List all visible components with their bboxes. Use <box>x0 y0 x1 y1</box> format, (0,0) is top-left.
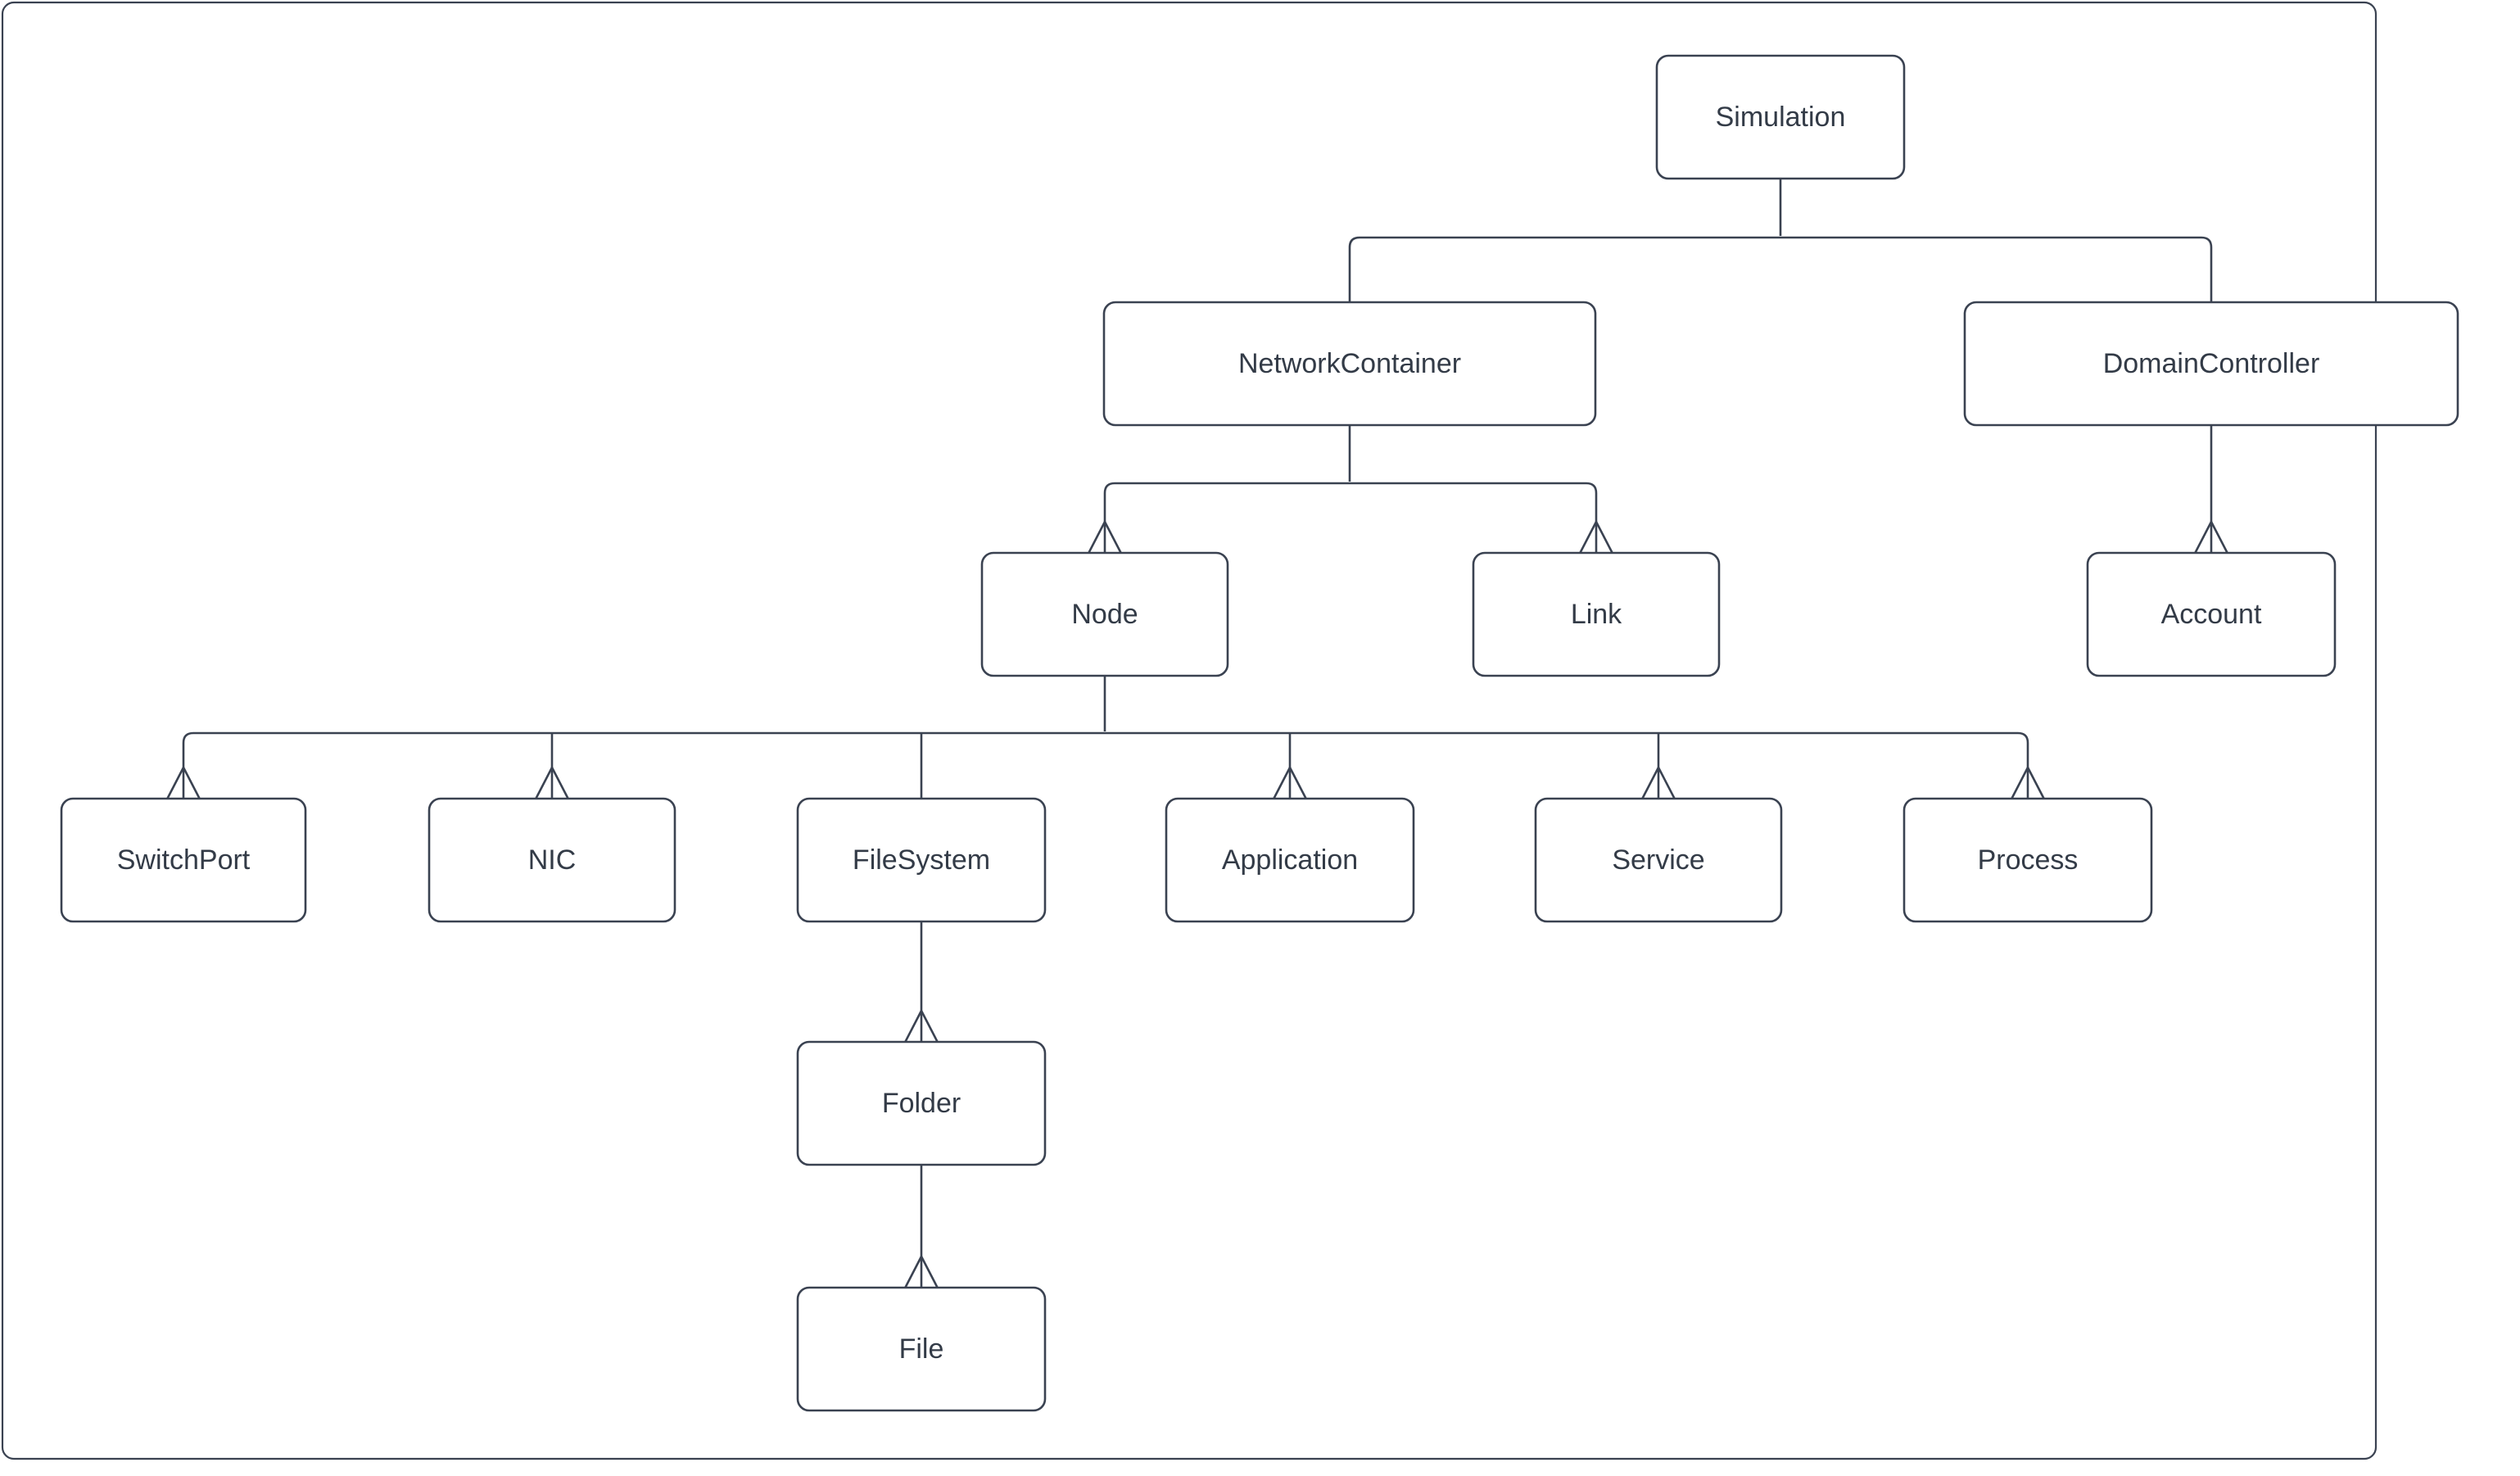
node-application-label: Application <box>1222 844 1358 876</box>
node-network-container-label: NetworkContainer <box>1238 348 1461 379</box>
node-domain-controller-label: DomainController <box>2103 348 2320 379</box>
edge-simulation-bus <box>1348 236 2213 302</box>
node-account-label: Account <box>2161 599 2262 630</box>
node-link-label: Link <box>1571 599 1622 630</box>
node-link[interactable]: Link <box>1472 551 1721 677</box>
node-filesystem-label: FileSystem <box>853 844 990 876</box>
node-switchport-label: SwitchPort <box>117 844 251 876</box>
node-application[interactable]: Application <box>1165 797 1415 923</box>
node-folder[interactable]: Folder <box>796 1040 1047 1166</box>
node-folder-box[interactable] <box>796 1040 1047 1166</box>
node-node[interactable]: Node <box>980 551 1229 677</box>
nodes-layer: Simulation NetworkContainer DomainContro… <box>60 54 2459 1412</box>
node-file-label: File <box>899 1333 944 1365</box>
node-network-container-box[interactable] <box>1102 301 1597 427</box>
node-service-box[interactable] <box>1534 797 1783 923</box>
node-simulation[interactable]: Simulation <box>1655 54 1906 180</box>
node-account-box[interactable] <box>2086 551 2337 677</box>
node-folder-label: Folder <box>882 1088 961 1119</box>
node-switchport[interactable]: SwitchPort <box>60 797 307 923</box>
node-account[interactable]: Account <box>2086 551 2337 677</box>
edge-networkcontainer-bus <box>1103 482 1598 553</box>
edge-node-bus <box>182 731 2029 799</box>
node-link-box[interactable] <box>1472 551 1721 677</box>
node-node-label: Node <box>1071 599 1138 630</box>
node-process[interactable]: Process <box>1902 797 2153 923</box>
node-file[interactable]: File <box>796 1286 1047 1412</box>
node-domain-controller[interactable]: DomainController <box>1963 301 2459 427</box>
node-nic[interactable]: NIC <box>428 797 676 923</box>
node-process-box[interactable] <box>1902 797 2153 923</box>
node-nic-label: NIC <box>528 844 577 876</box>
node-file-box[interactable] <box>796 1286 1047 1412</box>
node-domain-controller-box[interactable] <box>1963 301 2459 427</box>
node-filesystem-box[interactable] <box>796 797 1047 923</box>
node-process-label: Process <box>1978 844 2079 876</box>
node-service-label: Service <box>1612 844 1704 876</box>
node-network-container[interactable]: NetworkContainer <box>1102 301 1597 427</box>
node-simulation-box[interactable] <box>1655 54 1906 180</box>
node-application-box[interactable] <box>1165 797 1415 923</box>
node-simulation-label: Simulation <box>1716 102 1846 133</box>
node-service[interactable]: Service <box>1534 797 1783 923</box>
node-node-box[interactable] <box>980 551 1229 677</box>
canvas-frame <box>1 1 2377 1460</box>
node-switchport-box[interactable] <box>60 797 307 923</box>
node-filesystem[interactable]: FileSystem <box>796 797 1047 923</box>
node-nic-box[interactable] <box>428 797 676 923</box>
